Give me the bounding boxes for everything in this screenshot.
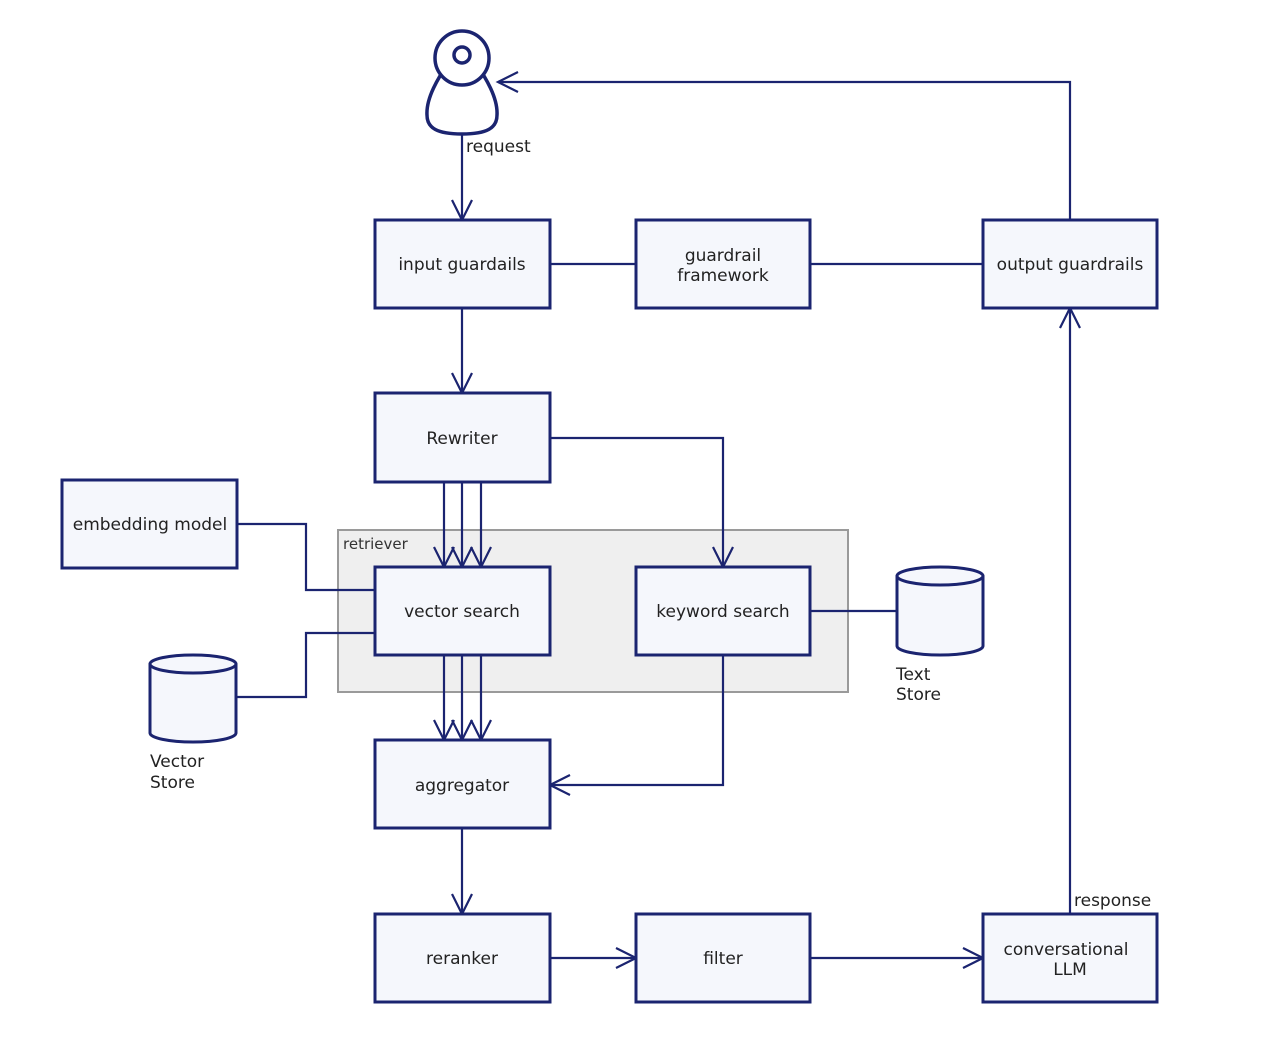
- node-embedding-model: embedding model: [60, 478, 239, 570]
- text-store-label-line1: Text: [895, 665, 931, 685]
- node-reranker: reranker: [373, 912, 552, 1004]
- edge-embedding-to-vector-search: [237, 522, 375, 592]
- node-rewriter-label: Rewriter: [426, 429, 497, 449]
- node-filter-label: filter: [703, 949, 743, 969]
- node-vector-search-box: [373, 565, 552, 657]
- node-aggregator-box: [373, 738, 552, 830]
- node-reranker-box: [373, 912, 552, 1004]
- user-icon-eye: [452, 45, 472, 65]
- user-icon: [425, 29, 499, 136]
- node-vector-search-label: vector search: [404, 602, 520, 622]
- edges: [237, 71, 1081, 969]
- node-conversational-llm: conversational LLM: [981, 912, 1159, 1004]
- node-embedding-model-box: [60, 478, 239, 570]
- node-keyword-search-label: keyword search: [656, 602, 789, 622]
- node-filter: filter: [634, 912, 812, 1004]
- arrowhead: [495, 71, 519, 93]
- edge-rewriter-to-keyword-search: [550, 436, 725, 567]
- vector-store-cylinder-body: [148, 664, 238, 744]
- vector-store-database-icon: Vector Store: [148, 653, 238, 793]
- node-rewriter-box: [373, 391, 552, 484]
- node-conversational-llm-box: [981, 912, 1159, 1004]
- edge-output-to-user: [498, 80, 1072, 220]
- node-guardrail-framework-box: [634, 218, 812, 310]
- text-store-cylinder-body: [895, 576, 985, 657]
- edge-vector-store-to-vector-search: [237, 631, 375, 699]
- node-vector-search: vector search: [373, 565, 552, 657]
- node-aggregator-label: aggregator: [415, 776, 509, 796]
- vector-store-label-line2: Store: [150, 773, 195, 793]
- node-aggregator: aggregator: [373, 738, 552, 830]
- node-output-guardrails-label: output guardrails: [997, 255, 1144, 275]
- node-input-guardrails: input guardails: [373, 218, 552, 310]
- text-store-database-icon: Text Store: [895, 565, 985, 705]
- node-rewriter: Rewriter: [373, 391, 552, 484]
- vector-store-cylinder-top: [148, 653, 238, 675]
- node-guardrail-framework-label-line1: guardrail: [685, 246, 761, 266]
- retriever-group-label: retriever: [343, 535, 409, 553]
- node-input-guardrails-box: [373, 218, 552, 310]
- node-output-guardrails: output guardrails: [981, 218, 1159, 310]
- node-keyword-search-box: [634, 565, 812, 657]
- node-embedding-model-label: embedding model: [73, 515, 227, 535]
- node-keyword-search: keyword search: [634, 565, 812, 657]
- node-reranker-label: reranker: [426, 949, 498, 969]
- node-guardrail-framework: guardrail framework: [634, 218, 812, 310]
- text-store-label-line2: Store: [896, 685, 941, 705]
- edge-label-request: request: [466, 137, 531, 157]
- node-conversational-llm-label-line2: LLM: [1053, 960, 1087, 980]
- node-input-guardrails-label: input guardails: [398, 255, 525, 275]
- vector-store-label-line1: Vector: [150, 752, 204, 772]
- edge-keyword-search-to-aggregator: [550, 655, 725, 787]
- node-output-guardrails-box: [981, 218, 1159, 310]
- node-guardrail-framework-label-line2: framework: [677, 266, 769, 286]
- node-filter-box: [634, 912, 812, 1004]
- node-conversational-llm-label-line1: conversational: [1003, 940, 1128, 960]
- text-store-cylinder-top: [895, 565, 985, 587]
- edge-label-response: response: [1074, 891, 1151, 911]
